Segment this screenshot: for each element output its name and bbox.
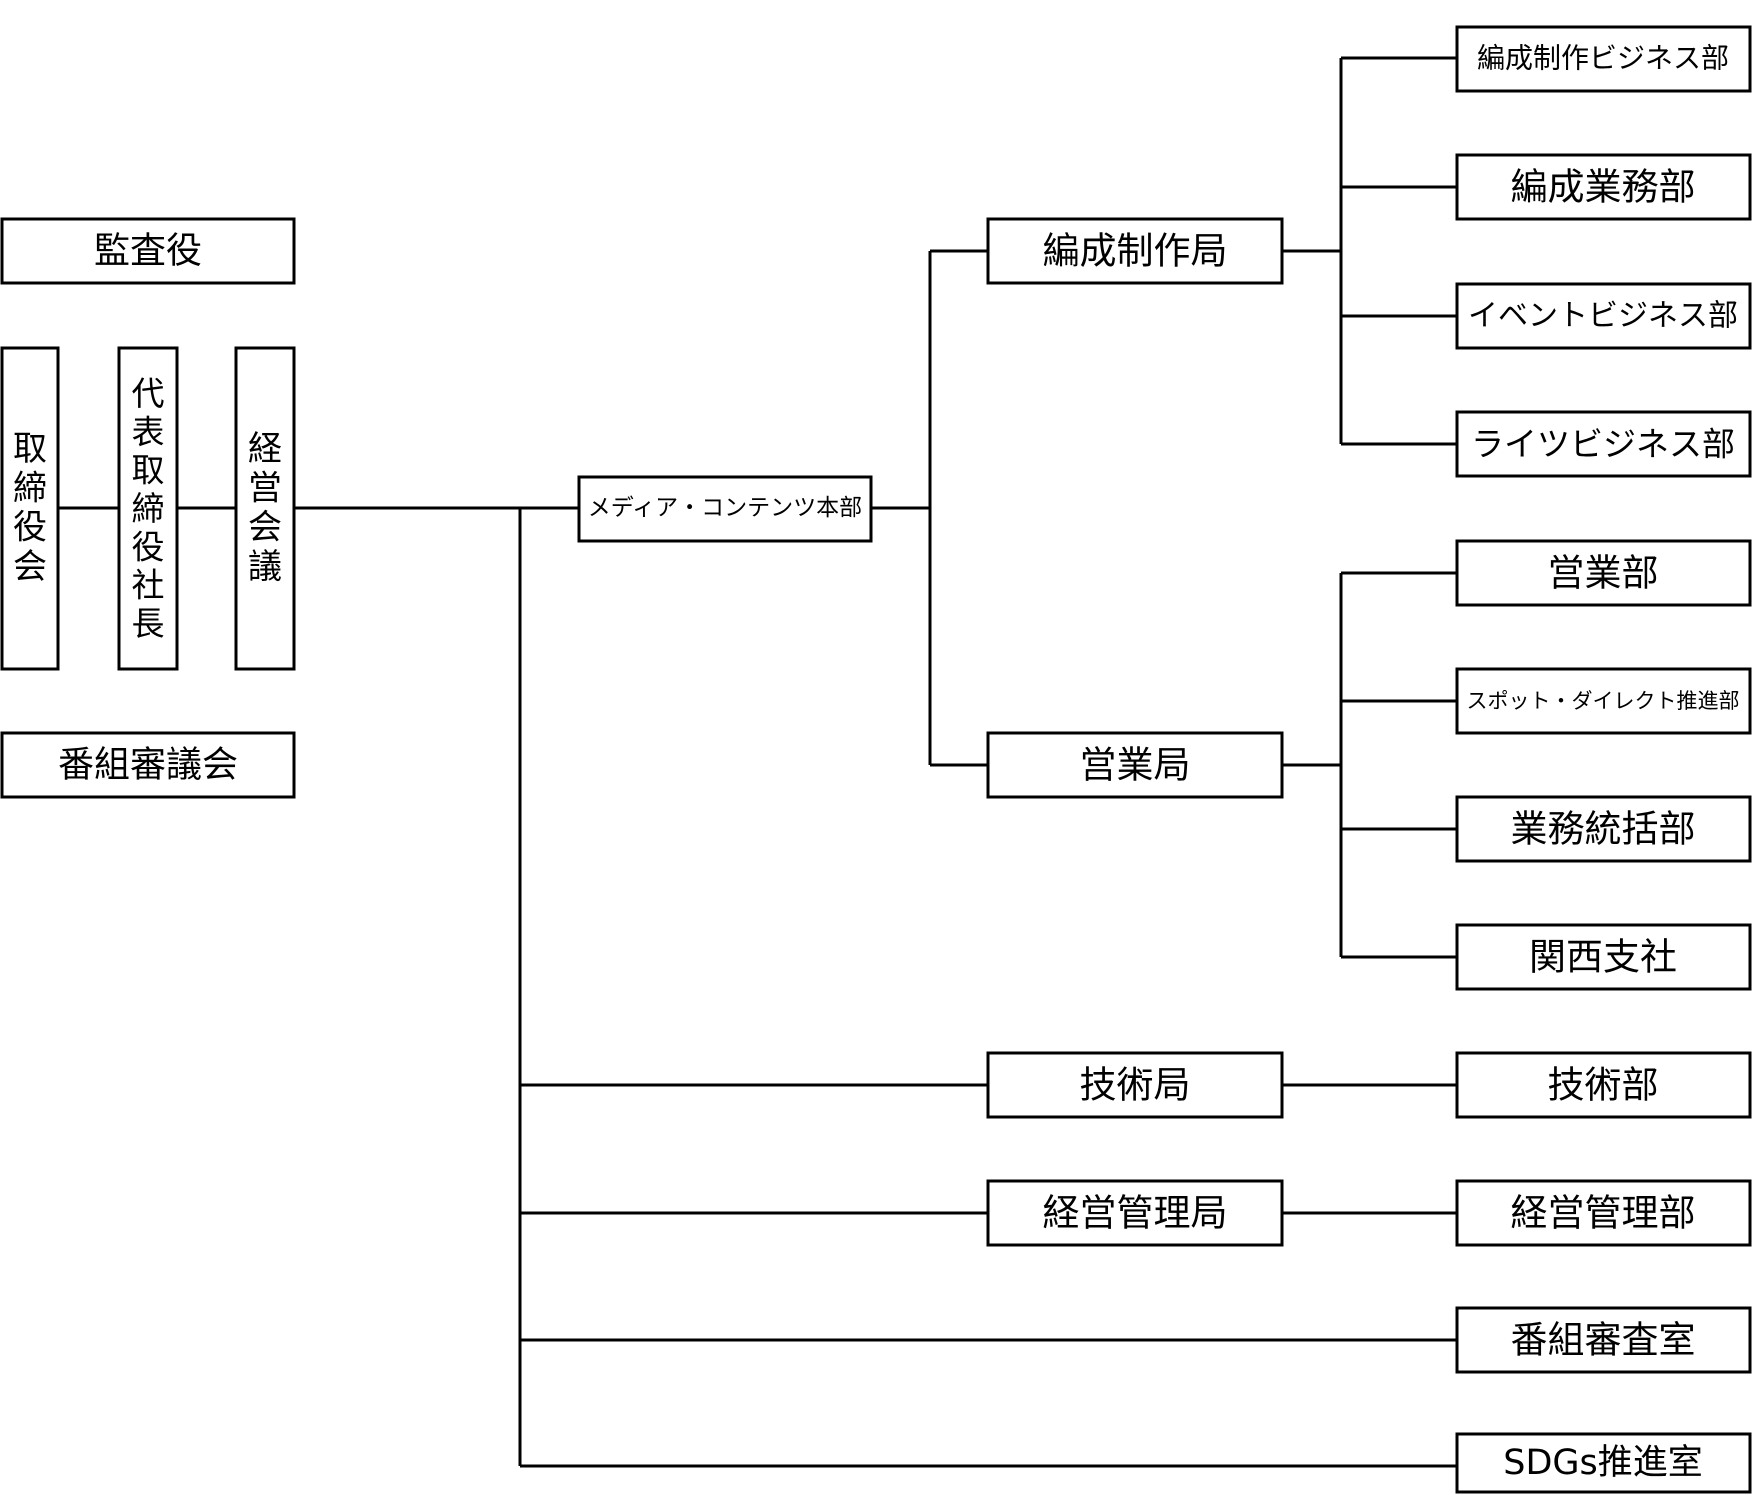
dept-rights-business-label: ライツビジネス部 [1471, 425, 1735, 464]
dept-programming-business-node: 編成制作ビジネス部 [1455, 25, 1752, 93]
dept-event-business-node: イベントビジネス部 [1455, 282, 1752, 350]
management-bureau-node: 経営管理局 [986, 1179, 1284, 1247]
dept-sales-label: 営業部 [1548, 552, 1659, 595]
dept-kansai-branch-label: 関西支社 [1529, 936, 1677, 979]
dept-programming-business-label: 編成制作ビジネス部 [1477, 42, 1729, 75]
sales-bureau-node: 営業局 [986, 731, 1284, 799]
dept-management-node: 経営管理部 [1455, 1179, 1752, 1247]
dept-sdgs-node: SDGs推進室 [1455, 1432, 1752, 1494]
management-council-label: 経営会議 [248, 429, 282, 587]
technology-bureau-node: 技術局 [986, 1051, 1284, 1119]
programming-bureau-node: 編成制作局 [986, 217, 1284, 285]
auditor-node: 監査役 [0, 217, 296, 285]
auditor-label: 監査役 [94, 231, 202, 272]
technology-bureau-label: 技術局 [1080, 1064, 1191, 1107]
dept-kansai-branch-node: 関西支社 [1455, 923, 1752, 991]
president-node: 代表取締役社長 [117, 346, 179, 671]
president-label: 代表取締役社長 [132, 374, 165, 643]
connector-lines [58, 56, 1457, 1468]
dept-rights-business-node: ライツビジネス部 [1455, 410, 1752, 478]
management-council-node: 経営会議 [234, 346, 296, 671]
hq-label: メディア・コンテンツ本部 [588, 495, 862, 521]
dept-programming-affairs-label: 編成業務部 [1511, 166, 1696, 209]
dept-program-review-node: 番組審査室 [1455, 1306, 1752, 1374]
management-bureau-label: 経営管理局 [1043, 1192, 1228, 1235]
dept-programming-affairs-node: 編成業務部 [1455, 153, 1752, 221]
dept-management-label: 経営管理部 [1511, 1192, 1696, 1235]
sales-bureau-label: 営業局 [1080, 744, 1191, 787]
dept-sales-node: 営業部 [1455, 539, 1752, 607]
dept-sdgs-label: SDGs推進室 [1503, 1443, 1703, 1483]
dept-event-business-label: イベントビジネス部 [1468, 299, 1738, 334]
dept-technology-label: 技術部 [1548, 1064, 1659, 1107]
dept-spot-direct-node: スポット・ダイレクト推進部 [1455, 667, 1752, 735]
board-node: 取締役会 [0, 346, 60, 671]
hq-node: メディア・コンテンツ本部 [577, 475, 873, 543]
dept-business-control-node: 業務統括部 [1455, 795, 1752, 863]
dept-technology-node: 技術部 [1455, 1051, 1752, 1119]
dept-business-control-label: 業務統括部 [1511, 808, 1696, 851]
dept-spot-direct-label: スポット・ダイレクト推進部 [1467, 689, 1740, 713]
programming-bureau-label: 編成制作局 [1043, 230, 1228, 273]
program-council-node: 番組審議会 [0, 731, 296, 799]
board-label: 取締役会 [13, 429, 47, 587]
dept-program-review-label: 番組審査室 [1511, 1319, 1696, 1362]
program-council-label: 番組審議会 [58, 745, 238, 786]
